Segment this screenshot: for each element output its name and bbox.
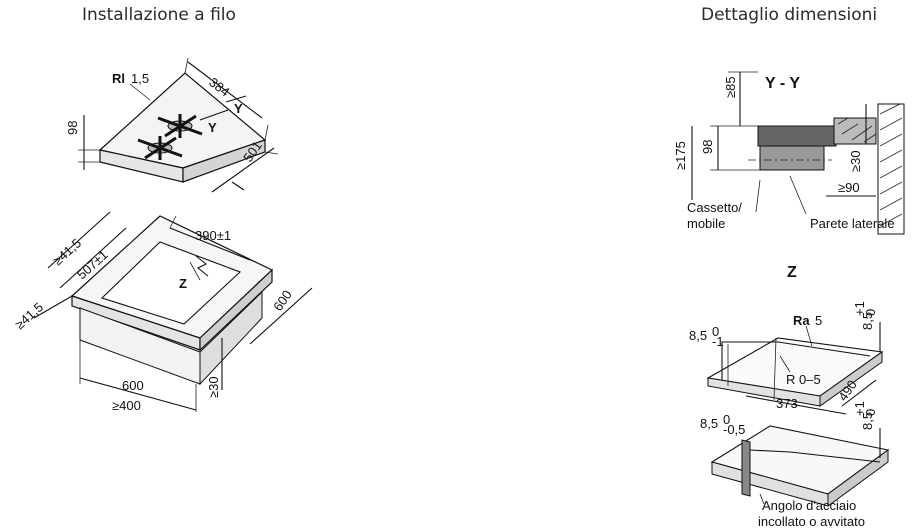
side-clearance-dim: ≥30 [848,150,863,172]
bracket-tol-lower: -0,5 [723,422,745,437]
roughness-label: Ra [793,313,810,328]
depth-total-dim: ≥175 [673,141,688,170]
bracket-label: incollato o avvitato [758,514,865,529]
bracket-label: Angolo d'acciaio [762,498,856,513]
hob-drawing [78,57,279,193]
detail-z-drawing [706,322,890,507]
section-yy-title: Y - Y [765,75,800,92]
bracket-tol-upper: 0 [723,412,730,427]
radius-label: Rl [112,71,125,86]
radius-value: 1,5 [131,71,149,86]
installation-title: Installazione a filo [82,5,236,25]
top-clearance-dim: ≥85 [723,76,738,98]
step-depth-dim: 8,5 [689,328,707,343]
wall-clearance-dim: ≥90 [838,180,860,195]
step-depth-tol-upper: 0 [712,324,719,339]
cabinet-width-dim: 600 [122,378,144,393]
edge-side-dim: ≥41,5 [12,299,46,332]
step-right-dim: 8,5 [860,312,875,330]
drawer-label: Cassetto/ [687,200,742,215]
hob-height-section-dim: 98 [700,140,715,154]
cabinet-drawing [33,211,313,412]
step-right-tol-lower: 0 [863,309,878,316]
drawer-label: mobile [687,216,725,231]
hob-height-dim: 98 [65,121,80,135]
bracket-right-tol-upper: +1 [852,401,867,416]
burner-icon [137,136,183,160]
burner-icon [157,114,203,138]
clearance-dim: ≥30 [206,376,221,398]
bracket-right-tol-lower: 0 [863,409,878,416]
detail-title: Dettaglio dimensioni [701,5,878,25]
detail-z-title: Z [787,264,797,281]
cabinet-min-width-dim: ≥400 [112,398,141,413]
wall-label: Parete laterale [810,216,895,231]
section-mark-y: Y [234,101,243,116]
detail-mark-z: Z [179,276,187,291]
section-yy-drawing [691,71,905,235]
corner-radius-label: R 0–5 [786,372,821,387]
inner-width-dim: 373 [776,396,798,411]
roughness-value: 5 [815,313,822,328]
cutout-width-dim: 390±1 [195,228,231,243]
bracket-step-dim: 8,5 [700,416,718,431]
section-mark-y: Y [208,120,217,135]
step-depth-tol-lower: -1 [712,334,724,349]
step-right-tol-upper: +1 [852,301,867,316]
bracket-right-dim: 8,5 [860,412,875,430]
cabinet-depth-dim: 600 [270,287,295,313]
